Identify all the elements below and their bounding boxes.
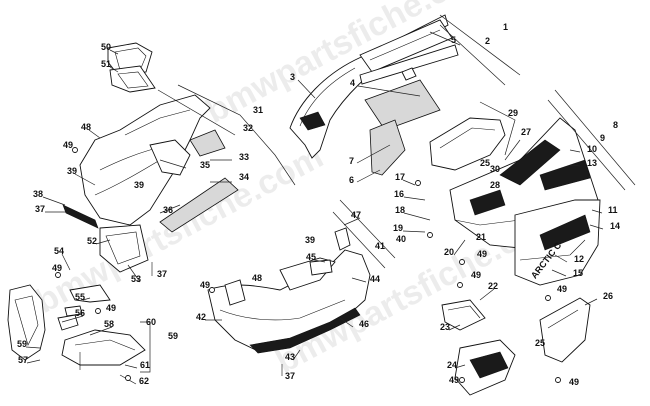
callout-48: 48 [81,122,91,132]
callout-58: 58 [104,319,114,329]
callout-47: 47 [351,210,361,220]
callout-60: 60 [146,317,156,327]
callout-19: 19 [393,223,403,233]
callout-52: 52 [87,236,97,246]
callout-37: 37 [285,371,295,381]
callout-53: 53 [131,274,141,284]
callout-10: 10 [587,144,597,154]
callout-5: 5 [451,35,456,45]
callout-12: 12 [574,254,584,264]
callout-30: 30 [490,164,500,174]
callout-6: 6 [349,175,354,185]
callout-38: 38 [33,189,43,199]
callout-39: 39 [305,235,315,245]
callout-43: 43 [285,352,295,362]
hardware-markers [55,147,561,383]
callout-49: 49 [106,303,116,313]
callout-1: 1 [503,22,508,32]
callout-44: 44 [370,274,380,284]
callout-49: 49 [471,270,481,280]
callout-3: 3 [290,72,295,82]
callout-26: 26 [603,291,613,301]
callout-37: 37 [157,269,167,279]
windshield-assembly [289,14,459,176]
callout-32: 32 [243,123,253,133]
callout-14: 14 [610,221,620,231]
callout-8: 8 [613,120,618,130]
callout-15: 15 [573,268,583,278]
callout-45: 45 [306,252,316,262]
callout-16: 16 [394,189,404,199]
callout-37: 37 [35,204,45,214]
callout-49: 49 [569,377,579,387]
callout-7: 7 [349,156,354,166]
callout-59: 59 [168,331,178,341]
callout-59: 59 [17,339,27,349]
callout-31: 31 [253,105,263,115]
callout-24: 24 [447,360,457,370]
nose-assembly [62,42,239,273]
callout-42: 42 [196,312,206,322]
callout-35: 35 [200,160,210,170]
callout-34: 34 [239,172,249,182]
callout-20: 20 [444,247,454,257]
callout-21: 21 [476,232,486,242]
callout-54: 54 [54,246,64,256]
callout-13: 13 [587,158,597,168]
callout-50: 50 [101,42,111,52]
callout-18: 18 [395,205,405,215]
callout-62: 62 [139,376,149,386]
callout-17: 17 [395,172,405,182]
callout-49: 49 [200,280,210,290]
callout-61: 61 [140,360,150,370]
callout-49: 49 [477,249,487,259]
callout-2: 2 [485,36,490,46]
callout-23: 23 [440,322,450,332]
callout-36: 36 [163,205,173,215]
callout-4: 4 [350,78,355,88]
callout-25: 25 [535,338,545,348]
callout-48: 48 [252,273,262,283]
callout-49: 49 [557,284,567,294]
callout-25: 25 [480,158,490,168]
belly-pan-assembly [207,227,371,354]
callout-29: 29 [508,108,518,118]
callout-56: 56 [75,308,85,318]
callout-51: 51 [101,59,111,69]
callout-layer: 1234567891011121314151617181920212223242… [17,22,620,387]
bumper-assembly [7,284,146,366]
callout-49: 49 [63,140,73,150]
callout-33: 33 [239,152,249,162]
callout-27: 27 [521,127,531,137]
callout-39: 39 [67,166,77,176]
leader-lines [25,14,636,385]
callout-55: 55 [75,292,85,302]
callout-11: 11 [608,205,618,215]
callout-40: 40 [396,234,406,244]
callout-49: 49 [52,263,62,273]
callout-49: 49 [449,375,459,385]
callout-9: 9 [600,133,605,143]
callout-46: 46 [359,319,369,329]
side-panel-assembly [429,117,601,396]
callout-22: 22 [488,281,498,291]
callout-57: 57 [18,355,28,365]
callout-39: 39 [134,180,144,190]
callout-41: 41 [375,241,385,251]
callout-28: 28 [490,180,500,190]
